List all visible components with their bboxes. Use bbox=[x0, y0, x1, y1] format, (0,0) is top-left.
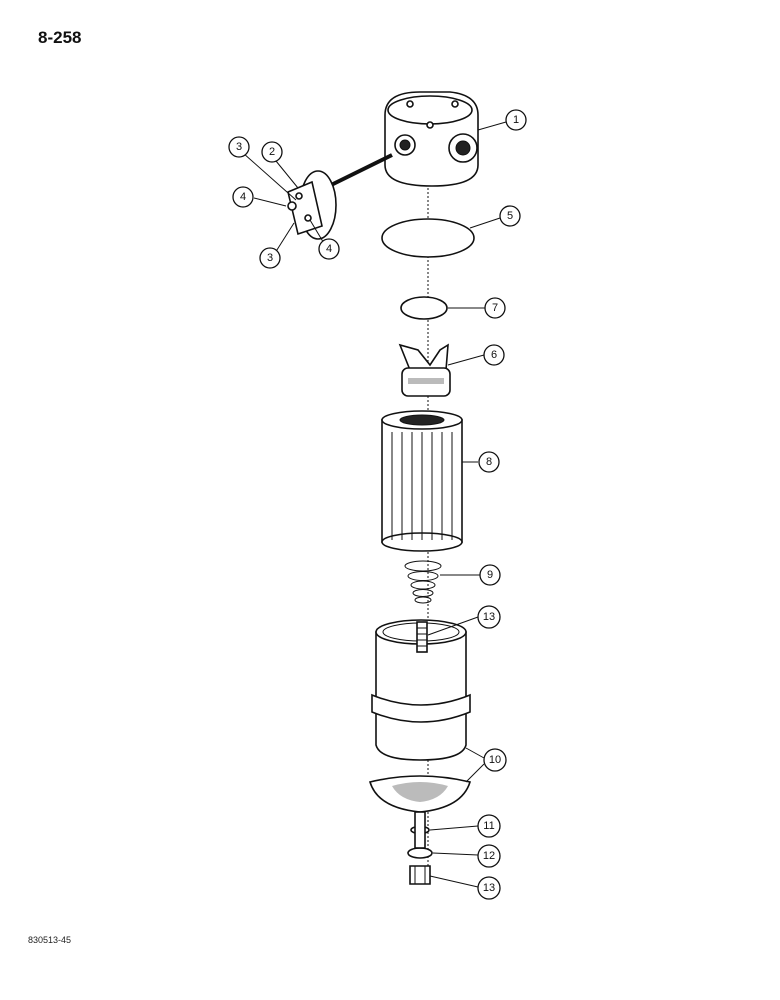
svg-text:3: 3 bbox=[267, 252, 273, 264]
leader-10b bbox=[465, 763, 485, 783]
callout-4-right: 4 bbox=[318, 238, 340, 260]
svg-text:13: 13 bbox=[483, 882, 495, 894]
leader-3b bbox=[274, 222, 295, 254]
svg-text:10: 10 bbox=[489, 754, 501, 766]
reference-code: 830513-45 bbox=[28, 935, 72, 945]
svg-text:7: 7 bbox=[492, 302, 498, 314]
svg-text:12: 12 bbox=[483, 850, 495, 862]
callout-13-lower: 13 bbox=[477, 876, 501, 900]
callout-8: 8 bbox=[478, 451, 500, 473]
svg-text:1: 1 bbox=[513, 114, 519, 126]
drain-bolt bbox=[409, 811, 431, 885]
leader-13a bbox=[427, 616, 479, 636]
indicator-assembly bbox=[287, 170, 337, 240]
callout-5: 5 bbox=[499, 205, 521, 227]
callout-10: 10 bbox=[483, 748, 507, 772]
svg-text:6: 6 bbox=[491, 349, 497, 361]
callout-6: 6 bbox=[483, 344, 505, 366]
svg-text:11: 11 bbox=[483, 820, 494, 832]
svg-text:9: 9 bbox=[487, 569, 493, 581]
callout-4-left: 4 bbox=[232, 186, 254, 208]
leader-6 bbox=[447, 354, 485, 366]
svg-text:2: 2 bbox=[269, 146, 275, 158]
callout-3-lower: 3 bbox=[259, 247, 281, 269]
callout-12: 12 bbox=[477, 844, 501, 868]
svg-text:5: 5 bbox=[507, 210, 513, 222]
bowl-base bbox=[368, 775, 472, 813]
leader-1 bbox=[477, 121, 507, 131]
callout-7: 7 bbox=[484, 297, 506, 319]
large-o-ring bbox=[381, 218, 475, 258]
bypass-valve bbox=[398, 343, 451, 397]
svg-text:4: 4 bbox=[326, 243, 332, 255]
leader-3a bbox=[242, 152, 297, 201]
filter-element bbox=[381, 410, 463, 552]
leader-10a bbox=[465, 747, 485, 759]
svg-text:3: 3 bbox=[236, 141, 242, 153]
spring bbox=[404, 560, 442, 604]
page-number: 8-258 bbox=[38, 28, 82, 47]
callout-2: 2 bbox=[261, 141, 283, 163]
callout-11: 11 bbox=[477, 814, 501, 838]
small-o-ring bbox=[400, 296, 448, 320]
svg-text:8: 8 bbox=[486, 456, 492, 468]
svg-text:13: 13 bbox=[483, 611, 495, 623]
connector-line bbox=[324, 153, 393, 190]
leader-11 bbox=[429, 825, 479, 831]
svg-text:4: 4 bbox=[240, 191, 246, 203]
callout-3-upper: 3 bbox=[228, 136, 250, 158]
leader-4a bbox=[253, 197, 287, 207]
seal-ring bbox=[407, 847, 433, 859]
callout-13-upper: 13 bbox=[477, 605, 501, 629]
leader-13b bbox=[429, 875, 479, 888]
callout-9: 9 bbox=[479, 564, 501, 586]
center-stud bbox=[416, 621, 428, 653]
filter-head bbox=[384, 91, 479, 187]
callout-1: 1 bbox=[505, 109, 527, 131]
leader-5 bbox=[469, 217, 501, 229]
leader-2 bbox=[275, 160, 299, 189]
leader-12 bbox=[432, 852, 479, 856]
